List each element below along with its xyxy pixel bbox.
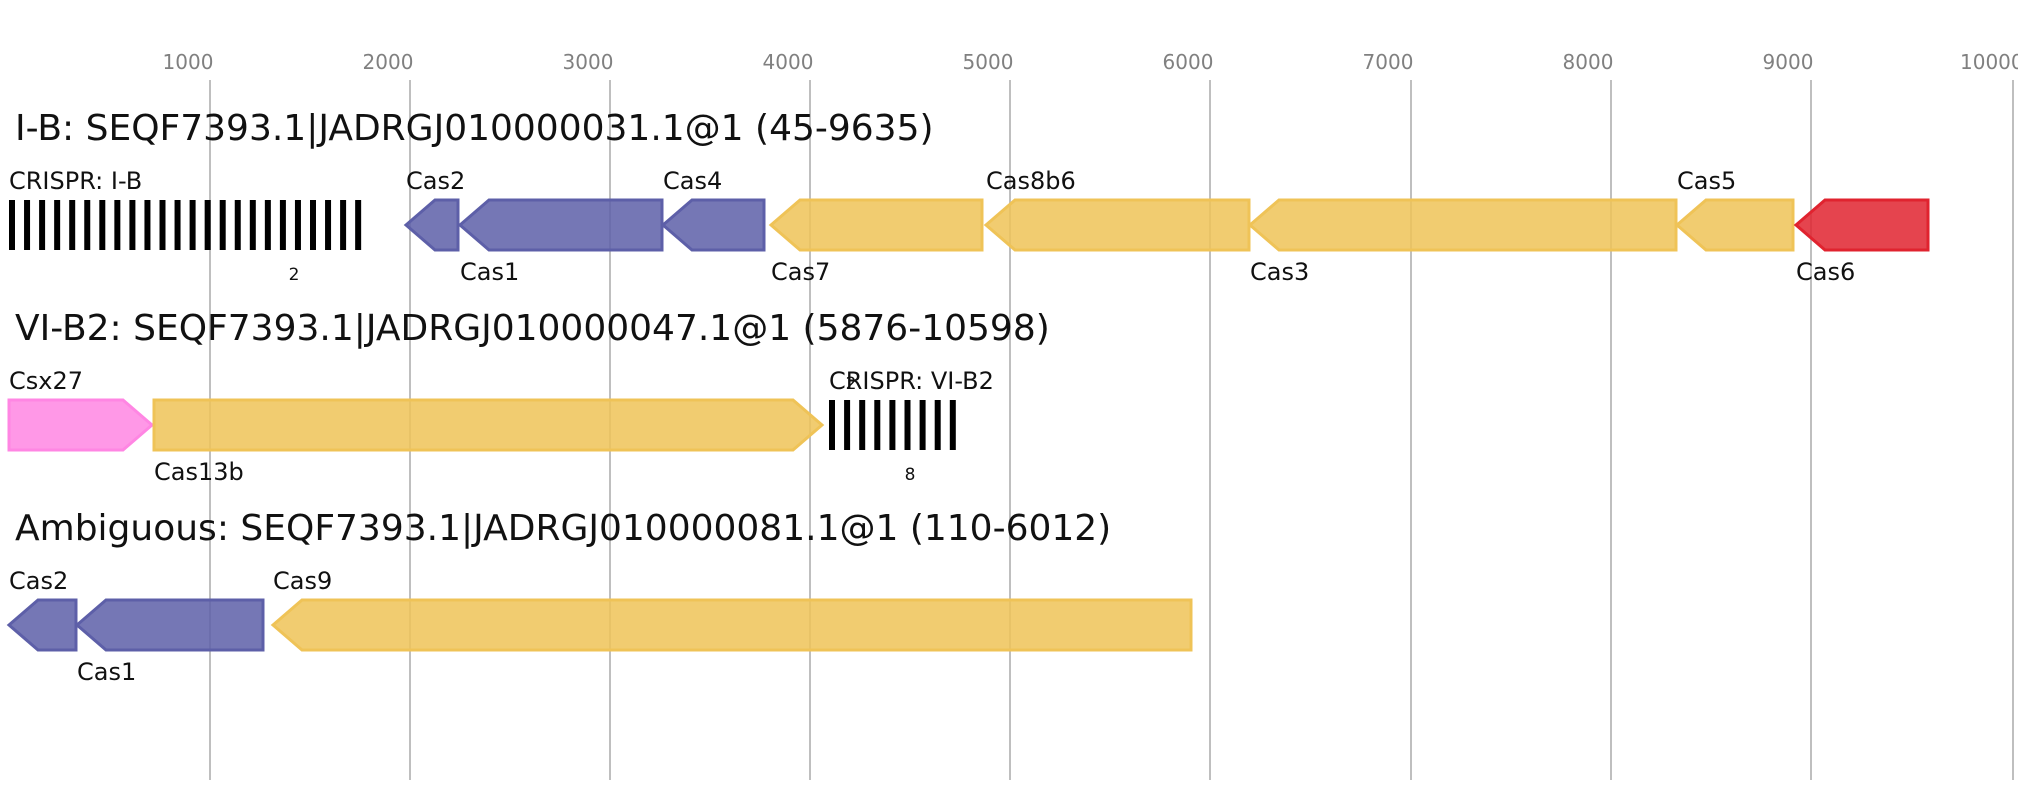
crispr-repeat-bar	[264, 200, 271, 250]
track-ambiguous: Ambiguous: SEQF7393.1|JADRGJ010000081.1@…	[6, 508, 1193, 686]
gene-cas1[interactable]	[74, 598, 265, 652]
gene-cas9[interactable]	[270, 598, 1193, 652]
crispr-repeat-bar	[829, 400, 835, 450]
crispr-repeat-bar	[174, 200, 181, 250]
gene-cas4[interactable]	[660, 198, 766, 252]
crispr-repeat-bar	[874, 400, 881, 450]
track-title: VI-B2: SEQF7393.1|JADRGJ010000047.1@1 (5…	[15, 308, 1050, 349]
gene-cas7[interactable]	[768, 198, 984, 252]
crispr-repeat-bar	[84, 200, 91, 250]
crispr-array-label: CRISPR: VI-B2	[829, 367, 994, 395]
tick-label-5000: 5000	[963, 50, 1014, 74]
tick-label-1000: 1000	[163, 50, 214, 74]
tick-label-4000: 4000	[763, 50, 814, 74]
gene-cas8b6[interactable]	[983, 198, 1251, 252]
crispr-repeat-bar	[294, 200, 301, 250]
gene-csx27[interactable]	[7, 398, 155, 452]
crispr-repeat-bar	[219, 200, 226, 250]
gene-cas6[interactable]	[1793, 198, 1930, 252]
axis: 1000 2000 3000 4000 5000 6000 7000 8000 …	[163, 50, 2018, 780]
gene-label-cas2: Cas2	[406, 167, 465, 195]
gene-label-csx27: Csx27	[9, 367, 83, 395]
crispr-spacer-count: 8	[905, 465, 916, 485]
crispr-repeat-bar	[144, 200, 151, 250]
crispr-repeat-bar	[204, 200, 211, 250]
crispr-repeat-bar	[844, 400, 851, 450]
gene-cas3[interactable]	[1247, 198, 1678, 252]
gene-label-cas1: Cas1	[460, 258, 519, 286]
crispr-array	[9, 200, 362, 250]
tick-label-6000: 6000	[1163, 50, 1214, 74]
gene-cas2[interactable]	[403, 198, 460, 252]
crispr-repeat-bar	[355, 200, 362, 250]
tick-label-10000: 10000	[1960, 50, 2018, 74]
crispr-repeat-bar	[279, 200, 286, 250]
track-i-b: I-B: SEQF7393.1|JADRGJ010000031.1@1 (45-…	[9, 108, 1930, 286]
gene-cas2[interactable]	[6, 598, 78, 652]
gene-label-cas4: Cas4	[663, 167, 722, 195]
crispr-repeat-bar	[904, 400, 911, 450]
gene-label-cas3: Cas3	[1250, 258, 1309, 286]
crispr-repeat-bar	[325, 200, 332, 250]
crispr-array-label: CRISPR: I-B	[9, 167, 142, 195]
gene-label-cas6: Cas6	[1796, 258, 1855, 286]
crispr-repeat-bar	[9, 200, 15, 250]
crispr-spacer-count: 2	[289, 265, 300, 285]
track-title: Ambiguous: SEQF7393.1|JADRGJ010000081.1@…	[15, 508, 1111, 549]
gene-label-cas7: Cas7	[771, 258, 830, 286]
gene-cas13b[interactable]	[152, 398, 825, 452]
tick-label-3000: 3000	[563, 50, 614, 74]
crispr-repeat-bar	[340, 200, 347, 250]
crispr-repeat-bar	[189, 200, 196, 250]
tick-label-9000: 9000	[1763, 50, 1814, 74]
track-title: I-B: SEQF7393.1|JADRGJ010000031.1@1 (45-…	[15, 108, 934, 149]
gene-label-cas13b: Cas13b	[154, 458, 244, 486]
crispr-repeat-bar	[54, 200, 61, 250]
crispr-repeat-bar	[99, 200, 106, 250]
gene-label-cas9: Cas9	[273, 567, 332, 595]
crispr-repeat-bar	[919, 400, 926, 450]
crispr-repeat-bar	[859, 400, 866, 450]
tick-label-2000: 2000	[363, 50, 414, 74]
tick-label-8000: 8000	[1563, 50, 1614, 74]
gene-label-cas5: Cas5	[1677, 167, 1736, 195]
crispr-repeat-bar	[69, 200, 76, 250]
crispr-repeat-bar	[114, 200, 121, 250]
crispr-repeat-bar	[249, 200, 256, 250]
crispr-repeat-bar	[234, 200, 241, 250]
crispr-repeat-bar	[159, 200, 166, 250]
crispr-repeat-bar	[39, 200, 46, 250]
gene-label-cas2: Cas2	[9, 567, 68, 595]
gene-cas5[interactable]	[1674, 198, 1795, 252]
crispr-repeat-bar	[310, 200, 316, 250]
crispr-array	[829, 400, 956, 450]
track-vi-b2: VI-B2: SEQF7393.1|JADRGJ010000047.1@1 (5…	[7, 308, 1050, 486]
crispr-repeat-bar	[129, 200, 136, 250]
crispr-repeat-bar	[24, 200, 31, 250]
gene-cas1[interactable]	[457, 198, 664, 252]
gene-label-cas8b6: Cas8b6	[986, 167, 1076, 195]
crispr-small-count: 2	[846, 374, 857, 394]
tick-label-7000: 7000	[1363, 50, 1414, 74]
gene-label-cas1: Cas1	[77, 658, 136, 686]
crispr-repeat-bar	[934, 400, 941, 450]
crispr-repeat-bar	[949, 400, 956, 450]
crispr-repeat-bar	[889, 400, 896, 450]
